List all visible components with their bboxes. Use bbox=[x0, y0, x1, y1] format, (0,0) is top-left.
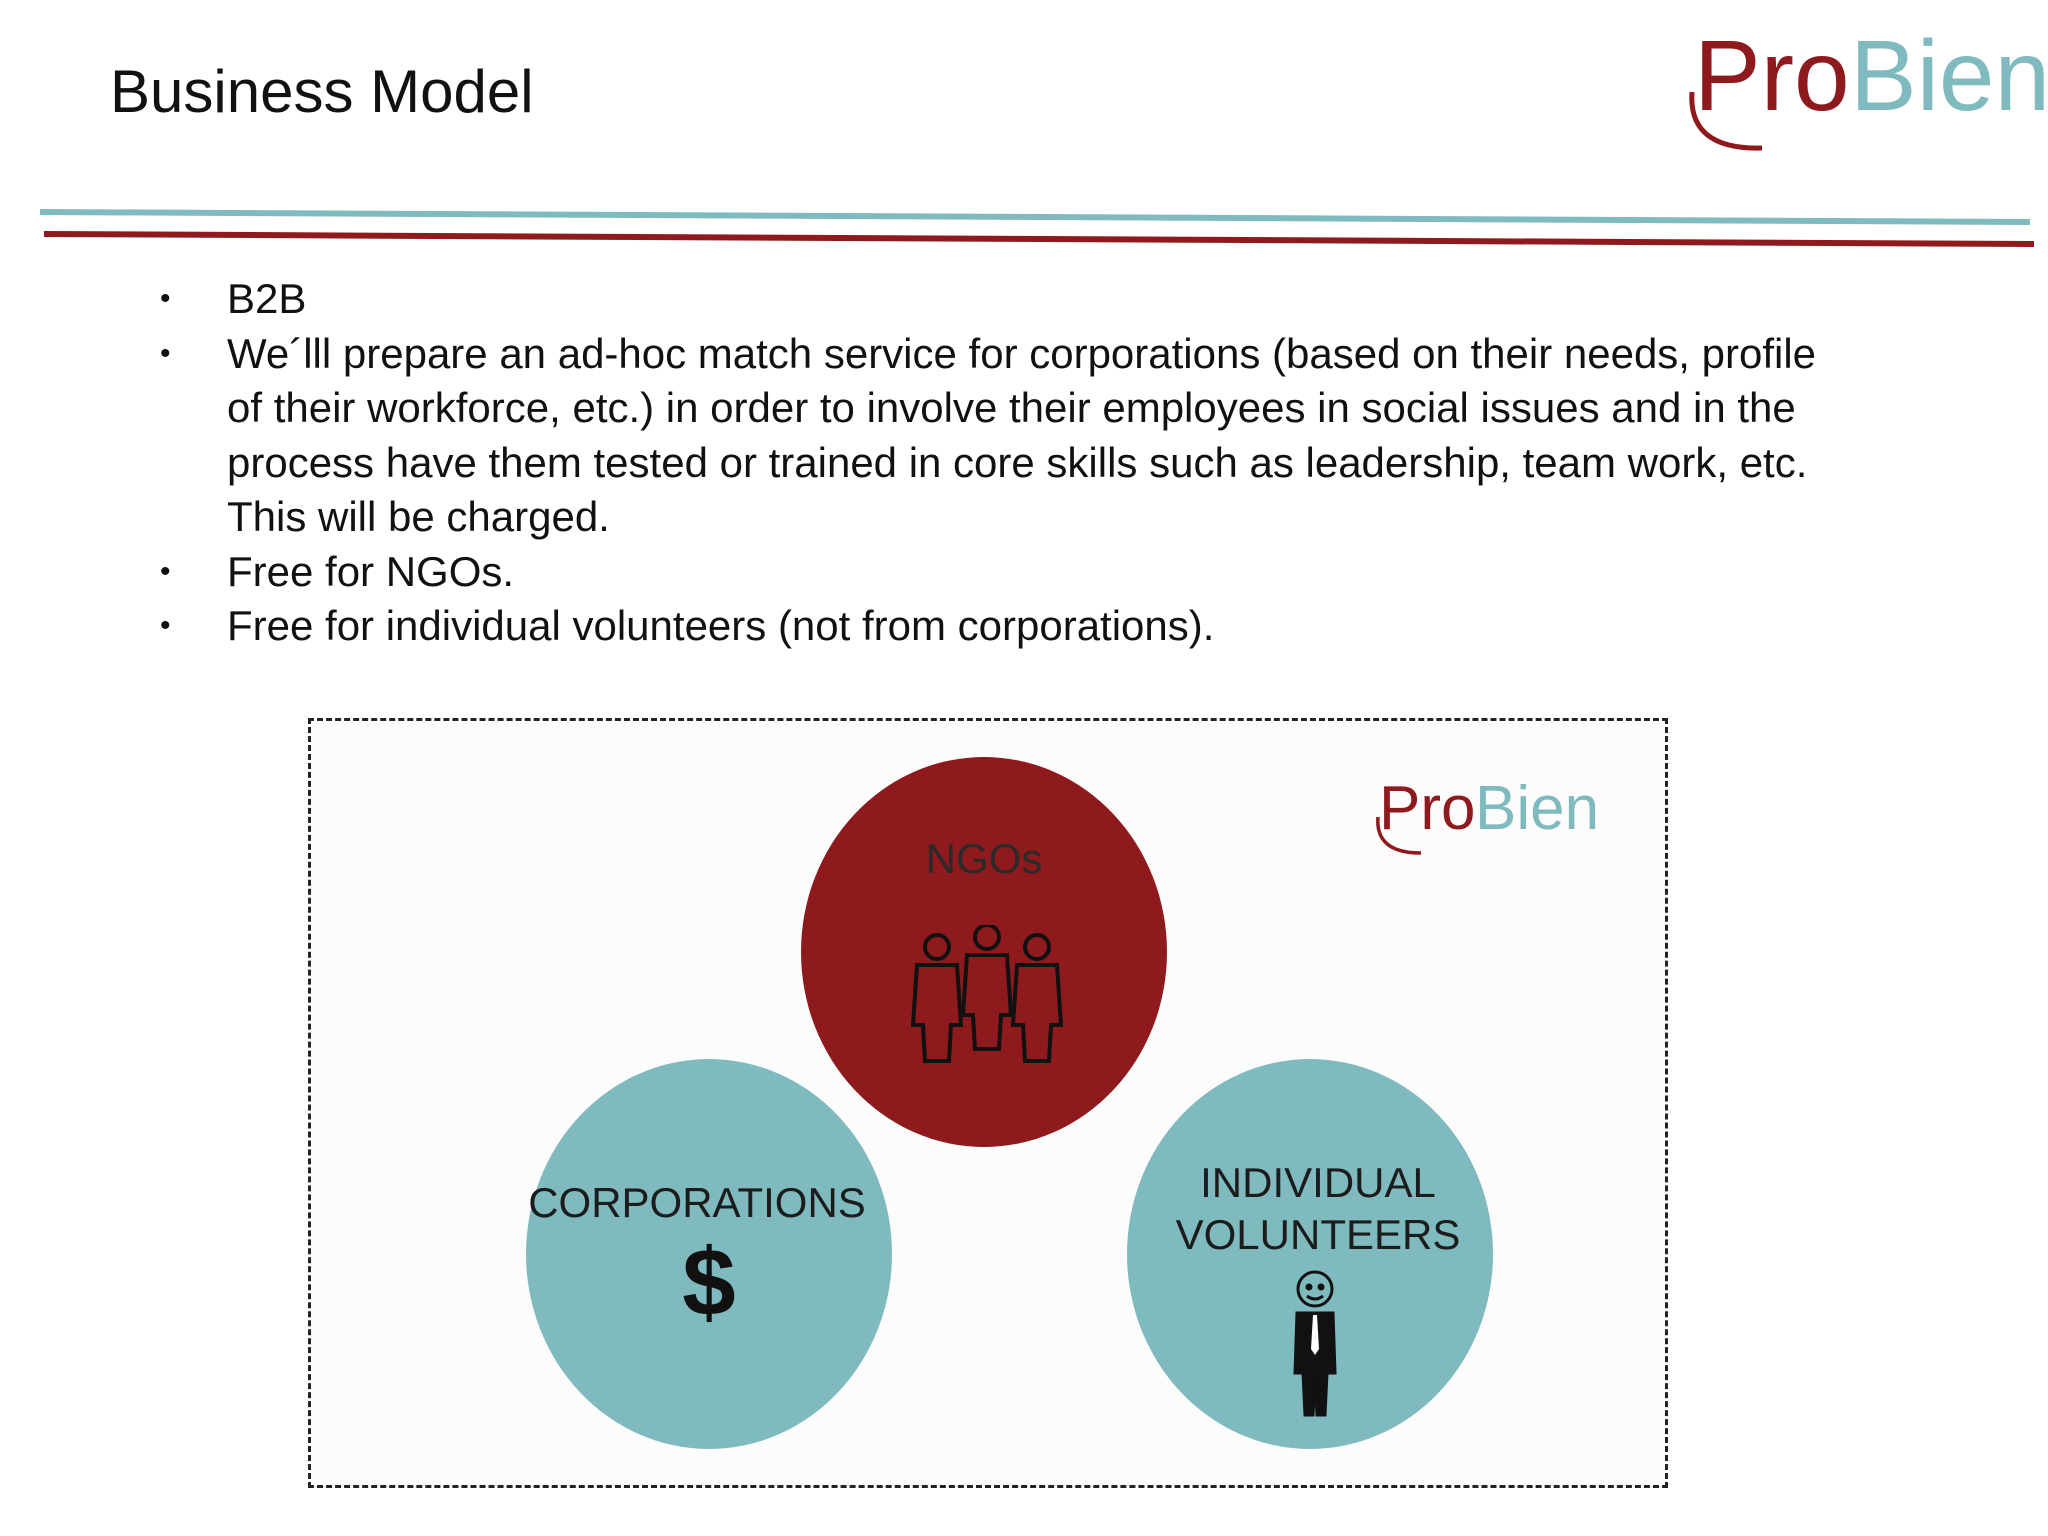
bullet-dot: • bbox=[160, 554, 171, 588]
volunteers-label: INDIVIDUAL VOLUNTEERS bbox=[1175, 1159, 1461, 1258]
bullet-text: Free for NGOs. bbox=[227, 547, 515, 595]
logo-bien-text: Bien bbox=[1475, 774, 1599, 843]
ecosystem-diagram: Pro Bien NGOs CORPORATIONS $ INDIVIDUAL bbox=[308, 718, 1668, 1488]
person-with-tie-icon bbox=[1293, 1270, 1337, 1417]
list-item: • Free for individual volunteers (not fro… bbox=[160, 599, 1860, 654]
header-divider bbox=[39, 209, 2035, 247]
volunteers-circle: INDIVIDUAL VOLUNTEERS bbox=[1127, 1059, 1493, 1449]
bullet-dot: • bbox=[160, 609, 171, 642]
probien-logo: Pro Bien bbox=[1689, 20, 2048, 151]
group-of-people-icon bbox=[910, 925, 1064, 1063]
logo-swoosh bbox=[1689, 91, 1763, 151]
logo-pro-text: Pro bbox=[1379, 774, 1475, 843]
red-rule bbox=[43, 231, 2035, 247]
logo-bien-text: Bien bbox=[1850, 20, 2048, 132]
list-item: • B2B bbox=[160, 272, 1860, 327]
bullet-list: • B2B • We´lll prepare an ad-hoc match ser… bbox=[160, 272, 1860, 654]
bullet-text: Free for individual volunteers (not from… bbox=[227, 602, 1215, 649]
bullet-text: We´lll prepare an ad-hoc match service f… bbox=[227, 329, 1817, 541]
list-item: • We´lll prepare an ad-hoc match service … bbox=[160, 327, 1860, 545]
dollar-sign-icon: $ bbox=[682, 1229, 736, 1336]
bullet-text: B2B bbox=[227, 275, 307, 322]
bullet-dot: • bbox=[160, 282, 171, 315]
teal-rule bbox=[39, 209, 2031, 225]
bullet-dot: • bbox=[160, 336, 171, 370]
corporations-circle: CORPORATIONS $ bbox=[526, 1059, 892, 1449]
logo-pro-text: Pro bbox=[1694, 20, 1850, 132]
ngos-label: NGOs bbox=[925, 835, 1043, 882]
list-item: • Free for NGOs. bbox=[160, 545, 1860, 600]
logo-swoosh bbox=[1376, 816, 1422, 855]
corporations-label: CORPORATIONS bbox=[528, 1179, 866, 1226]
page-title: Business Model bbox=[110, 58, 534, 125]
ngos-circle: NGOs bbox=[801, 757, 1167, 1147]
probien-logo-small: Pro Bien bbox=[1376, 774, 1599, 855]
